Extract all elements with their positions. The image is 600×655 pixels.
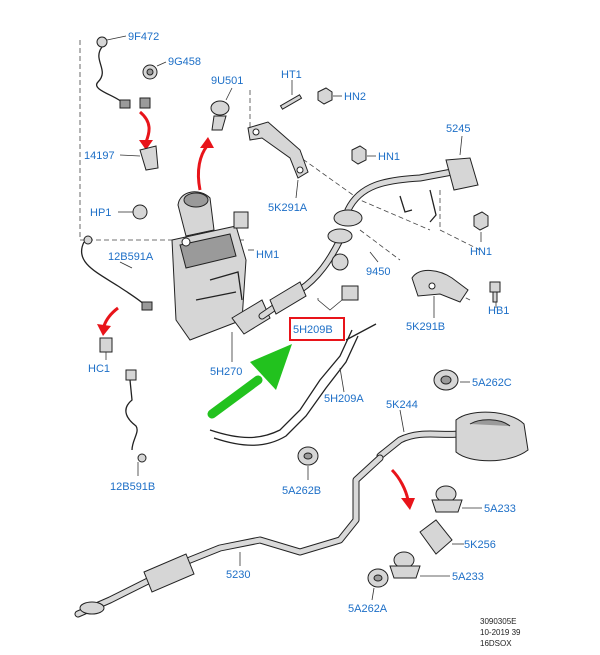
bracket-5K291A [247,121,309,199]
label-9U501: 9U501 [211,75,243,87]
clamp-5A233-upper [431,485,482,513]
hanger-5A262A [367,568,389,601]
label-HN2: HN2 [344,91,366,103]
highlight-box-5H209B [289,317,345,341]
label-5A233-upper: 5A233 [484,503,516,515]
label-9F472: 9F472 [128,31,159,43]
ref-code: 3090305E [480,617,516,626]
label-12B591A: 12B591A [108,251,154,263]
red-arrow-sensor [97,306,119,336]
sleeve-5K256 [419,519,464,555]
mount-HM1 [233,211,254,251]
label-HC1: HC1 [88,363,110,375]
label-14197: 14197 [84,150,115,162]
nut-HN2 [317,87,342,105]
label-HP1: HP1 [90,207,111,219]
oxygen-sensor-lower [81,235,153,311]
green-arrow [207,344,292,419]
label-5A262A: 5A262A [348,603,388,615]
gasket-9450 [369,251,379,263]
label-5K256: 5K256 [464,539,496,551]
connector-HC1 [99,337,113,360]
heat-shield-14197 [119,145,159,171]
label-12B591B: 12B591B [110,481,155,493]
label-5A262C: 5A262C [472,377,512,389]
oxygen-sensor-upper [95,35,167,109]
clamp-9U501 [210,87,233,131]
label-5H209A: 5H209A [324,393,364,405]
bolt-HB1 [489,281,501,308]
label-HM1: HM1 [256,249,279,261]
rear-muffler-5K244 [376,409,529,462]
dpf-pressure-pipes [209,285,377,446]
stud-HT1 [279,80,303,110]
label-9450: 9450 [366,266,390,278]
flex-pipe [258,228,353,320]
red-arrow-clamp [196,137,214,191]
clamp-5A233-lower [389,551,450,579]
ref-engine: 16DSOX [480,639,512,648]
label-5A233-lower: 5A233 [452,571,484,583]
sensor-harness-12B591B [125,369,147,476]
label-5K291B: 5K291B [406,321,445,333]
label-9G458: 9G458 [168,56,201,68]
label-HN1-upper: HN1 [378,151,400,163]
label-5A262B: 5A262B [282,485,321,497]
nut-HN1-lower [473,211,489,242]
hanger-5A262C [433,369,470,391]
front-pipe-5245 [333,135,479,227]
label-HT1: HT1 [281,69,302,81]
intermediate-pipe-5230 [74,454,384,618]
label-5K291A: 5K291A [268,202,308,214]
bracket-5K291B [411,270,469,318]
plug-HP1 [118,204,148,220]
hanger-5A262B [297,446,319,480]
label-5230: 5230 [226,569,250,581]
red-arrow-rear [390,468,415,510]
ref-date: 10-2019 39 [480,628,521,637]
red-arrow-upper [138,110,153,150]
label-5K244: 5K244 [386,399,418,411]
label-5245: 5245 [446,123,470,135]
label-HB1: HB1 [488,305,509,317]
nut-HN1-upper [351,145,376,165]
label-HN1-lower: HN1 [470,246,492,258]
label-5H270: 5H270 [210,366,242,378]
catalytic-converter [171,191,271,362]
label-5H209B: 5H209B [293,324,333,336]
